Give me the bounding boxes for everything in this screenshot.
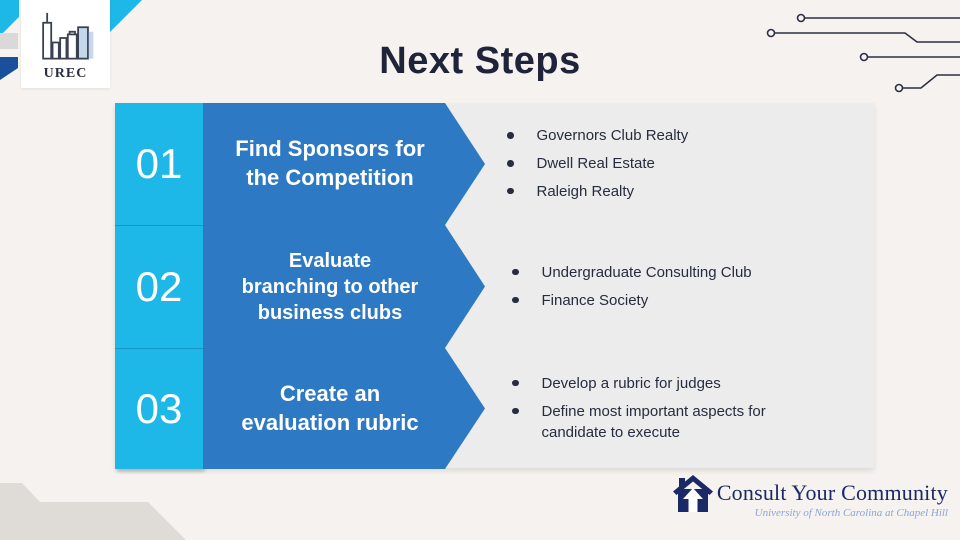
list-item: Finance Society <box>512 290 874 312</box>
decor-bottom-left-shape <box>0 483 186 540</box>
bullet-dot-icon <box>507 132 514 139</box>
house-icon <box>672 474 713 519</box>
footer-tagline: University of North Carolina at Chapel H… <box>754 507 948 519</box>
step-arrow-1: Find Sponsors for the Competition <box>203 103 485 225</box>
step-title-1: Find Sponsors for the Competition <box>235 136 425 190</box>
urec-label: UREC <box>43 66 88 81</box>
decor-cyan-triangle <box>110 0 142 32</box>
bullet-dot-icon <box>507 160 514 167</box>
list-item: Governors Club Realty <box>507 125 869 147</box>
cyc-logo: Consult Your Community University of Nor… <box>672 474 948 519</box>
list-item: Raleigh Realty <box>507 181 869 203</box>
step-title-2: Evaluate branching to other business clu… <box>241 249 419 324</box>
list-item: Undergraduate Consulting Club <box>512 262 874 284</box>
decor-cyan-stripe <box>0 0 19 36</box>
urec-buildings-icon <box>37 12 95 66</box>
decor-gray-stripe <box>0 33 18 49</box>
bullet-dot-icon <box>512 407 519 415</box>
step-bullets-3: Develop a rubric for judges Define most … <box>512 348 874 469</box>
step-bullets-1: Governors Club Realty Dwell Real Estate … <box>507 103 869 225</box>
bullet-dot-icon <box>512 296 519 303</box>
list-item: Define most important aspects for candid… <box>512 401 874 445</box>
step-arrow-2: Evaluate branching to other business clu… <box>203 225 485 348</box>
footer-org-name: Consult Your Community <box>716 480 948 505</box>
step-number-1: 01 <box>115 103 203 225</box>
step-number-2: 02 <box>115 225 203 348</box>
bullet-dot-icon <box>512 379 519 387</box>
urec-logo: UREC <box>21 0 110 88</box>
list-item: Dwell Real Estate <box>507 153 869 175</box>
step-bullets-2: Undergraduate Consulting Club Finance So… <box>512 225 874 348</box>
bullet-dot-icon <box>512 268 519 276</box>
step-arrow-3: Create an evaluation rubric <box>203 348 485 469</box>
circuit-decoration-icon <box>766 13 960 93</box>
step-title-3: Create an evaluation rubric <box>241 380 419 435</box>
bullet-dot-icon <box>507 187 514 195</box>
page-title: Next Steps <box>379 40 581 82</box>
step-number-3: 03 <box>115 348 203 469</box>
list-item: Develop a rubric for judges <box>512 373 874 395</box>
